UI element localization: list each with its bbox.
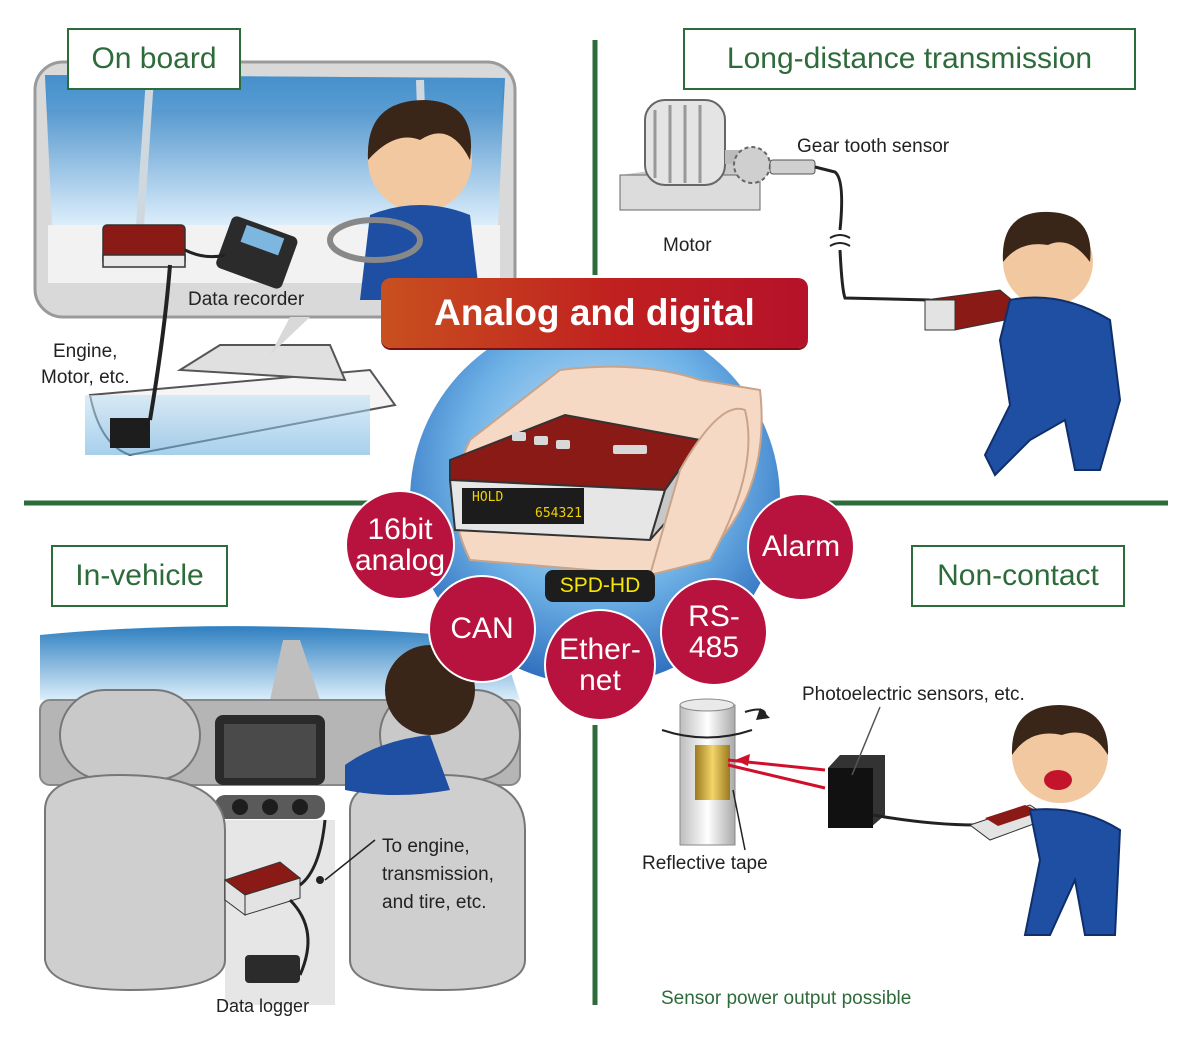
caption-to-engine-1: To engine, [382, 836, 470, 857]
non-contact-scene [661, 698, 1122, 936]
feature-ethernet: Ether-net [544, 609, 656, 721]
caption-engine: Engine, [53, 341, 118, 362]
device-display-mode: HOLD [472, 490, 504, 505]
caption-reflective-tape: Reflective tape [642, 853, 768, 874]
caption-to-engine-2: transmission, [382, 864, 494, 885]
label-in-vehicle: In-vehicle [51, 545, 228, 607]
sensor-power-note: Sensor power output possible [661, 988, 912, 1009]
feature-can: CAN [428, 575, 536, 683]
caption-data-recorder: Data recorder [188, 289, 305, 310]
label-on-board: On board [67, 28, 241, 90]
reflective-tape-shaft-icon [661, 698, 770, 846]
analog-digital-banner: Analog and digital [381, 278, 808, 348]
photoelectric-sensor-icon [828, 755, 885, 828]
caption-data-logger: Data logger [216, 996, 310, 1016]
long-distance-scene [619, 99, 1122, 477]
feature-rs485: RS-485 [660, 578, 768, 686]
caption-motor-etc: Motor, etc. [41, 367, 130, 388]
in-vehicle-scene [39, 626, 526, 1005]
caption-to-engine-3: and tire, etc. [382, 892, 487, 913]
caption-photoelectric-sensors: Photoelectric sensors, etc. [802, 684, 1025, 705]
device-display-value: 654321 [535, 506, 582, 521]
product-name-badge: SPD-HD [545, 570, 655, 602]
caption-gear-tooth-sensor: Gear tooth sensor [797, 136, 950, 157]
label-long-distance: Long-distance transmission [683, 28, 1136, 90]
caption-motor: Motor [663, 235, 712, 256]
on-board-scene [33, 60, 517, 457]
label-non-contact: Non-contact [911, 545, 1125, 607]
feature-alarm: Alarm [747, 493, 855, 601]
